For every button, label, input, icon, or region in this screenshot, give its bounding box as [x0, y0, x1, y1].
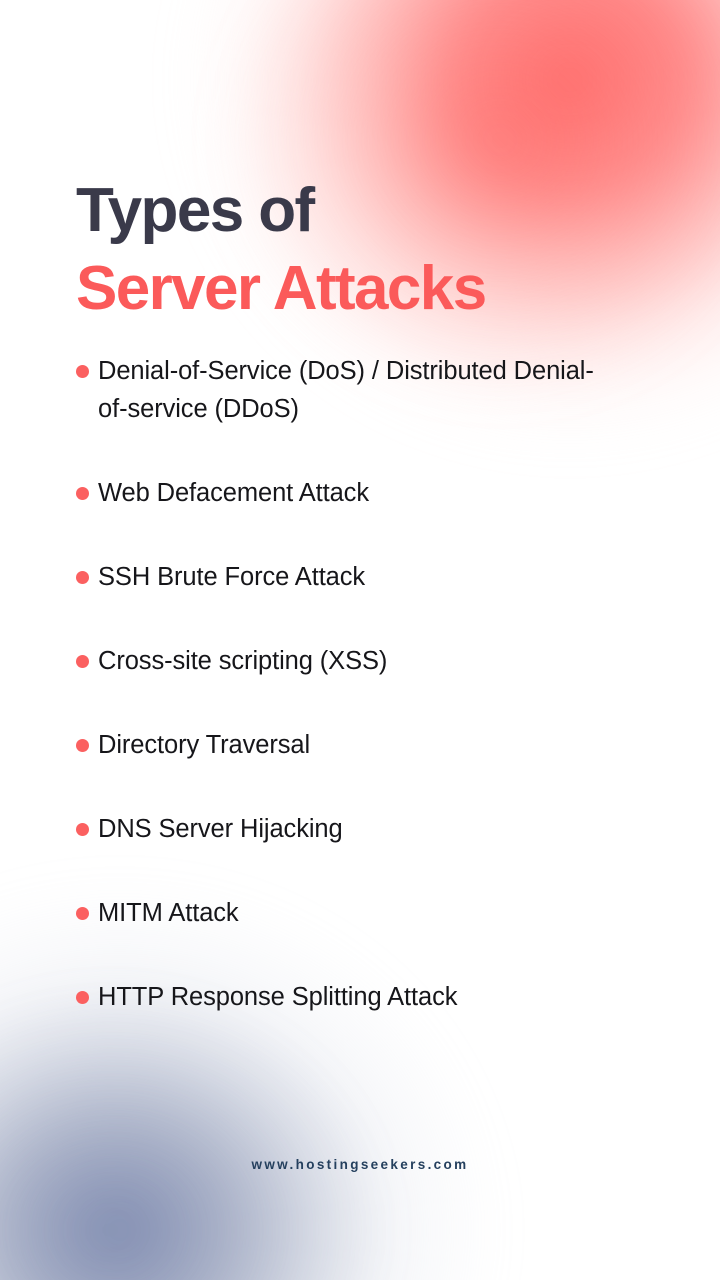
title-line-accent: Server Attacks	[76, 254, 487, 323]
bullet-dot-icon	[76, 487, 89, 500]
bullet-dot-icon	[76, 907, 89, 920]
list-item: Directory Traversal	[76, 726, 598, 764]
list-item: Denial-of-Service (DoS) / Distributed De…	[76, 352, 598, 428]
list-item: MITM Attack	[76, 894, 598, 932]
footer: www.hostingseekers.com	[0, 1156, 720, 1174]
list-item-label: SSH Brute Force Attack	[98, 563, 366, 591]
list-item: SSH Brute Force Attack	[76, 558, 598, 596]
list-item: HTTP Response Splitting Attack	[76, 978, 598, 1016]
list-item-label: HTTP Response Splitting Attack	[98, 983, 458, 1011]
list-item-label: Directory Traversal	[98, 731, 311, 759]
list-item: Cross-site scripting (XSS)	[76, 642, 598, 680]
bullet-dot-icon	[76, 365, 89, 378]
list-item: Web Defacement Attack	[76, 474, 598, 512]
bullet-dot-icon	[76, 571, 89, 584]
page-title: Types of Server Attacks	[76, 0, 680, 328]
list-item: DNS Server Hijacking	[76, 810, 598, 848]
list-item-label: Web Defacement Attack	[98, 479, 369, 507]
title-line-primary: Types of	[76, 176, 315, 245]
attack-types-list: Denial-of-Service (DoS) / Distributed De…	[76, 352, 680, 1016]
poster-content: Types of Server Attacks Denial-of-Servic…	[76, 0, 680, 1016]
bullet-dot-icon	[76, 739, 89, 752]
website-url[interactable]: www.hostingseekers.com	[251, 1157, 469, 1172]
list-item-label: Cross-site scripting (XSS)	[98, 647, 388, 675]
bullet-dot-icon	[76, 655, 89, 668]
bullet-dot-icon	[76, 823, 89, 836]
bullet-dot-icon	[76, 991, 89, 1004]
list-item-label: DNS Server Hijacking	[98, 815, 343, 843]
blue-glow-soft-decoration	[0, 1000, 380, 1280]
list-item-label: Denial-of-Service (DoS) / Distributed De…	[98, 357, 594, 423]
list-item-label: MITM Attack	[98, 899, 239, 927]
